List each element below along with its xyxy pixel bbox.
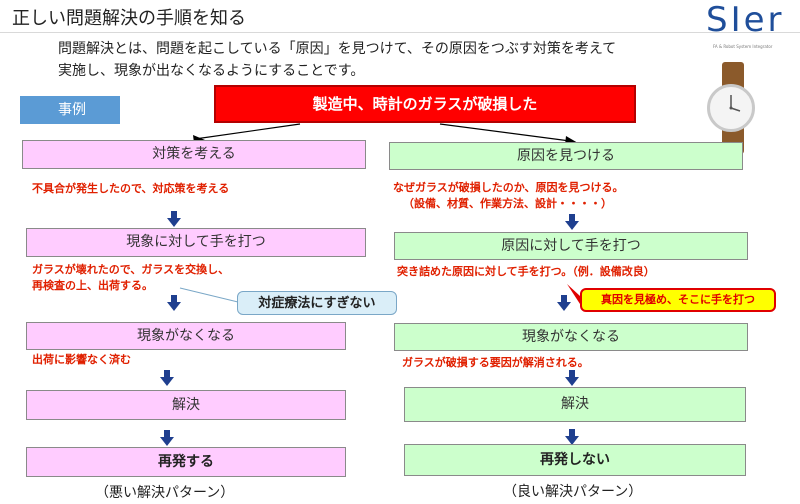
- problem-event-box: 製造中、時計のガラスが破損した: [214, 85, 636, 123]
- down-arrow-icon: [557, 295, 571, 311]
- good-note-1a: なぜガラスが破損したのか、原因を見つける。: [393, 181, 624, 194]
- logo-subtitle: FA & Robot System Integrator: [713, 44, 773, 49]
- callout-pointer-right: [567, 284, 580, 304]
- bad-step-recurs: 再発する: [26, 447, 346, 477]
- bad-step-solved: 解決: [26, 390, 346, 420]
- down-arrow-icon: [565, 214, 579, 230]
- good-step-act-on-cause: 原因に対して手を打つ: [394, 232, 748, 260]
- bad-step-plan-countermeasure: 対策を考える: [22, 140, 366, 169]
- watch-icon: [707, 84, 755, 132]
- down-arrow-icon: [167, 295, 181, 311]
- intro-text: 問題解決とは、問題を起こしている「原因」を見つけて、その原因をつぶす対策を考えて…: [58, 38, 718, 82]
- bad-step-phenomenon-gone: 現象がなくなる: [26, 322, 346, 350]
- good-step-solved: 解決: [404, 387, 746, 422]
- callout-symptomatic-treatment: 対症療法にすぎない: [237, 291, 397, 315]
- callout-root-cause: 真因を見極め、そこに手を打つ: [580, 288, 776, 312]
- intro-line-2: 実施し、現象が出なくなるようにすることです。: [58, 63, 365, 79]
- intro-line-1: 問題解決とは、問題を起こしている「原因」を見つけて、その原因をつぶす対策を考えて: [58, 41, 617, 57]
- title-divider: [0, 32, 800, 33]
- example-tag: 事例: [20, 96, 120, 124]
- bad-note-1: 不具合が発生したので、対応策を考える: [32, 182, 230, 195]
- down-arrow-icon: [565, 370, 579, 386]
- branch-line-right: [439, 123, 571, 142]
- down-arrow-icon: [160, 370, 174, 386]
- good-note-2: 突き詰めた原因に対して手を打つ。（例．設備改良）: [397, 265, 655, 278]
- company-logo: SIer: [706, 0, 785, 40]
- good-step-no-recurrence: 再発しない: [404, 444, 746, 476]
- good-step-phenomenon-gone: 現象がなくなる: [394, 323, 748, 351]
- good-note-1b: （設備、材質、作業方法、設計・・・・）: [403, 197, 612, 210]
- bad-step-act-on-phenomenon: 現象に対して手を打つ: [26, 228, 366, 257]
- bad-note-2a: ガラスが壊れたので、ガラスを交換し、: [32, 263, 230, 276]
- down-arrow-icon: [160, 430, 174, 446]
- page-title: 正しい問題解決の手順を知る: [12, 8, 246, 29]
- callout-pointer-left: [179, 287, 239, 303]
- bad-note-3: 出荷に影響なく済む: [32, 353, 131, 366]
- down-arrow-icon: [167, 211, 181, 227]
- good-note-3: ガラスが破損する要因が解消される。: [402, 356, 589, 369]
- good-step-find-cause: 原因を見つける: [389, 142, 743, 170]
- good-pattern-caption: （良い解決パターン）: [503, 484, 643, 500]
- bad-note-2b: 再検査の上、出荷する。: [32, 279, 153, 292]
- bad-pattern-caption: （悪い解決パターン）: [95, 485, 235, 501]
- branch-line-left: [194, 123, 301, 140]
- down-arrow-icon: [565, 429, 579, 445]
- watch-hands: [729, 95, 741, 112]
